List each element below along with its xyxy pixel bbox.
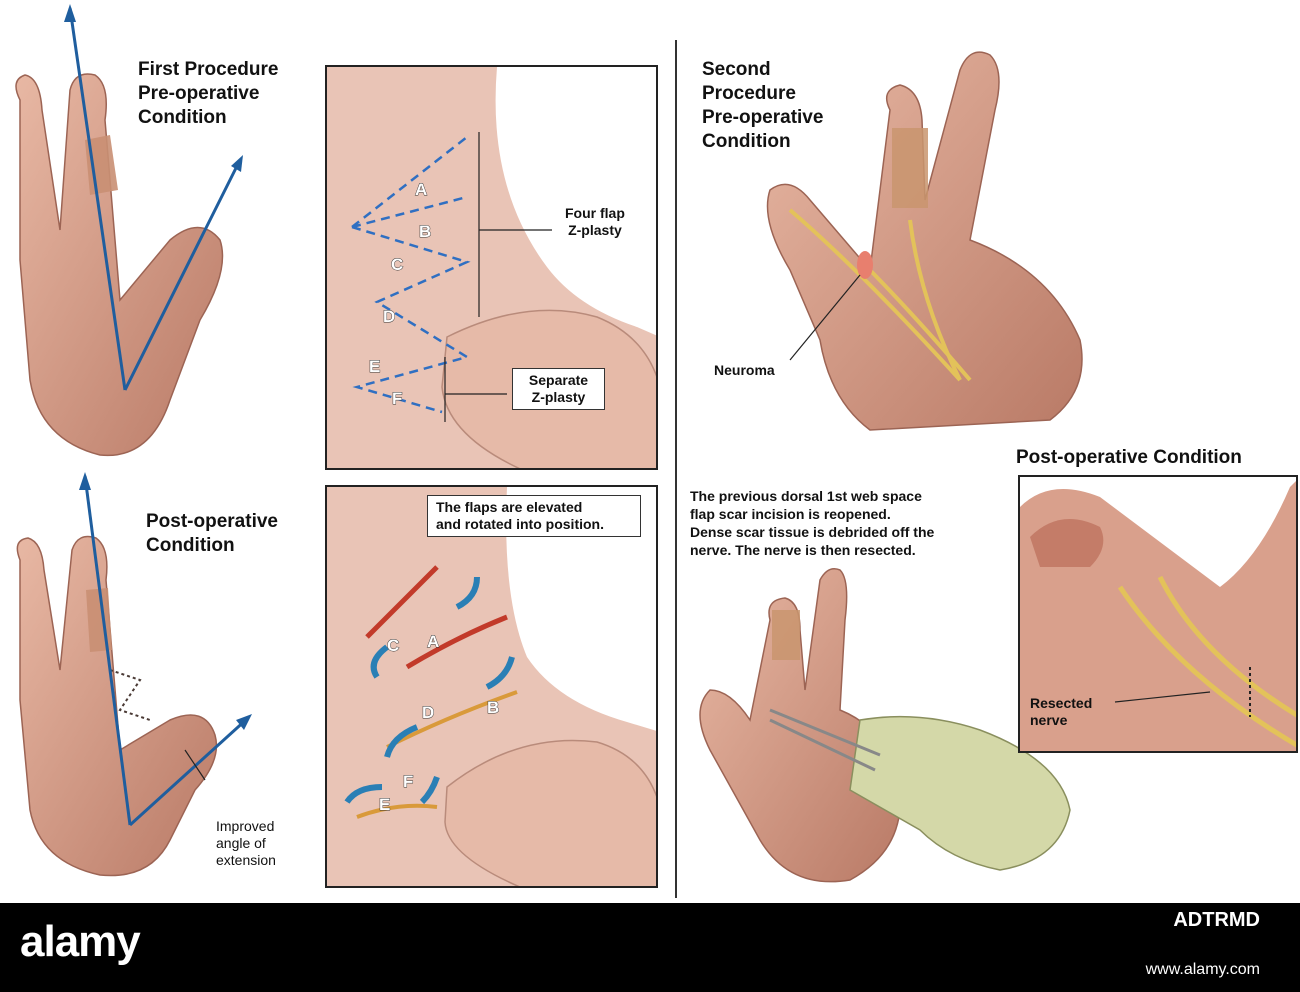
first-procedure-title-line3: Condition xyxy=(138,107,227,128)
footer-image-id: ADTRMD xyxy=(1173,909,1260,931)
separate-zplasty-line2: Z-plasty xyxy=(531,389,586,405)
flap-label-e: E xyxy=(369,357,380,376)
rotated-flap-a: A xyxy=(427,632,439,651)
four-flap-zplasty-panel: A B C D E F Four flap Z-plasty Separate … xyxy=(325,65,658,470)
description-line1: The previous dorsal 1st web space xyxy=(690,488,922,504)
footer-url: www.alamy.com xyxy=(1145,961,1260,978)
description-line4: nerve. The nerve is then resected. xyxy=(690,542,916,558)
flaps-elevated-line1: The flaps are elevated xyxy=(436,499,583,515)
resection-hand-illustration xyxy=(699,568,1071,883)
flap-label-d: D xyxy=(383,307,395,326)
rotated-flaps-diagram: A B C D E F xyxy=(327,487,656,886)
four-flap-label-line1: Four flap xyxy=(565,205,625,221)
second-procedure-title-line1: Second xyxy=(702,59,771,80)
rotated-flap-e: E xyxy=(379,795,390,814)
flap-label-f: F xyxy=(392,389,402,408)
rotated-flap-d: D xyxy=(422,703,434,722)
second-procedure-title-line3: Pre-operative xyxy=(702,107,824,128)
post-op-title-line1: Post-operative xyxy=(146,511,278,532)
rotated-flap-b: B xyxy=(487,698,499,717)
separate-zplasty-line1: Separate xyxy=(528,372,589,388)
zplasty-diagram: A B C D E F xyxy=(327,67,656,468)
footer-logo: alamy xyxy=(20,917,141,966)
improved-label-line3: extension xyxy=(216,852,276,868)
flap-label-a: A xyxy=(415,180,427,199)
improved-label-line2: angle of xyxy=(216,835,266,851)
first-procedure-title-line2: Pre-operative xyxy=(138,83,260,104)
resected-nerve-line2: nerve xyxy=(1030,712,1068,728)
neuroma-label: Neuroma xyxy=(714,362,775,378)
second-procedure-title-line4: Condition xyxy=(702,131,791,152)
flap-label-c: C xyxy=(391,255,403,274)
rotated-flap-f: F xyxy=(403,772,413,791)
description-line2: flap scar incision is reopened. xyxy=(690,506,891,522)
flaps-elevated-line2: and rotated into position. xyxy=(436,516,604,532)
post-op-title-line2: Condition xyxy=(146,535,235,556)
resected-nerve-diagram xyxy=(1020,481,1296,751)
second-procedure-title-line2: Procedure xyxy=(702,83,796,104)
resected-nerve-line1: Resected xyxy=(1030,695,1093,711)
flaps-rotated-panel: A B C D E F The flaps are elevated and r… xyxy=(325,485,658,888)
first-procedure-title-line1: First Procedure xyxy=(138,59,279,80)
postop-hand-illustration xyxy=(16,472,252,877)
footer-bar: alamy ADTRMD www.alamy.com xyxy=(0,903,1300,992)
improved-label-line1: Improved xyxy=(216,818,275,834)
rotated-flap-c: C xyxy=(387,636,399,655)
neuroma-hand-illustration xyxy=(766,51,1083,431)
four-flap-label-line2: Z-plasty xyxy=(568,222,622,238)
resected-nerve-panel: Resected nerve xyxy=(1018,475,1298,753)
description-line3: Dense scar tissue is debrided off the xyxy=(690,524,935,540)
procedure-divider xyxy=(675,40,677,898)
flap-label-b: B xyxy=(419,222,431,241)
post-op-condition-title: Post-operative Condition xyxy=(1016,447,1242,468)
preop-hand-illustration xyxy=(15,4,243,457)
